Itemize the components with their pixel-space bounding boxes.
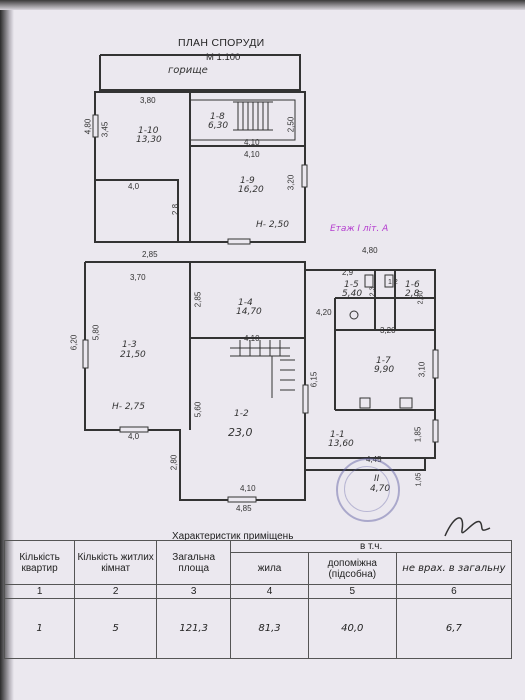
signature: [444, 517, 491, 537]
room-label: 1-1: [330, 430, 345, 440]
dim-label: 2,8: [171, 203, 181, 216]
dim-label: 4,80: [362, 246, 378, 255]
room-area: 21,50: [120, 350, 146, 360]
dim-label: 1,05: [415, 472, 423, 487]
column-number: 3: [156, 584, 232, 599]
value-cell: 5: [74, 598, 158, 659]
header-cell: Кількість квартир: [3, 540, 76, 585]
room-area: 13,30: [136, 135, 162, 145]
page-top-shadow: [0, 0, 525, 10]
height-label: Н- 2,50: [256, 220, 289, 230]
height-label: Н- 2,75: [112, 402, 145, 412]
room-area: 13,60: [328, 439, 354, 449]
dim-label: 2,85: [142, 250, 158, 259]
dim-label: 5,80: [91, 324, 101, 341]
dim-label: 1,85: [413, 426, 423, 443]
header-cell: жила: [230, 552, 309, 585]
dim-label: 4,80: [83, 118, 93, 135]
header-cell: Кількість житлих кімнат: [74, 540, 158, 585]
plan-title: ПЛАН СПОРУДИ: [178, 37, 265, 49]
column-number: 6: [395, 584, 513, 599]
dim-label: 4,0: [128, 432, 140, 441]
column-number: 4: [230, 584, 309, 599]
column-number: 5: [307, 584, 397, 599]
room-area: 23,0: [228, 426, 253, 439]
room-area: 5,40: [342, 289, 363, 299]
dim-label: 6,15: [309, 371, 319, 388]
dim-label: 2,9: [342, 268, 354, 277]
dim-label: 3,20: [286, 174, 296, 191]
column-number: 1: [3, 584, 76, 599]
dim-label: 3,20: [380, 326, 396, 335]
subhead-cell: в т.ч.: [230, 540, 512, 553]
value-cell: 40,0: [307, 598, 397, 659]
dim-label: 1,2: [388, 279, 398, 286]
dim-label: 3,80: [140, 96, 156, 105]
seal-stamp: [336, 458, 400, 522]
room-area: 6,30: [208, 121, 229, 131]
dim-label: 2,50: [286, 116, 296, 133]
dim-label: 6,20: [69, 334, 79, 351]
room-area: 14,70: [236, 307, 262, 317]
dim-label: 3,10: [417, 361, 427, 378]
column-number: 2: [74, 584, 158, 599]
dim-label: 2,30: [417, 290, 425, 305]
attic-label: горище: [168, 65, 208, 76]
dim-label: 4,10: [244, 334, 260, 343]
header-cell: допоміжна (підсобна): [307, 552, 397, 585]
header-cell-handwritten: не врах. в загальну: [395, 552, 513, 585]
dim-label: 4,10: [240, 484, 256, 493]
room-label: 1-7: [376, 356, 391, 366]
room-label: 1-6: [405, 280, 420, 290]
room-area: 9,90: [374, 365, 395, 375]
dim-label: 3,70: [130, 273, 146, 282]
room-label: 1-10: [138, 126, 159, 136]
room-label: 1-5: [344, 280, 359, 290]
characteristics-table: Кількість квартир Кількість житлих кімна…: [3, 540, 513, 659]
value-cell: 81,3: [230, 598, 309, 659]
room-area: 2,8: [405, 289, 420, 299]
header-cell: Загальна площа: [156, 540, 232, 585]
room-label: 1-4: [238, 298, 253, 308]
room-label: 1-3: [122, 340, 137, 350]
value-cell: 1: [3, 598, 76, 659]
seal-stamp-inner: [344, 466, 390, 512]
room-label: 1-2: [234, 409, 249, 419]
room-area: 16,20: [238, 185, 264, 195]
dim-label: 2,80: [169, 454, 179, 471]
dim-label: 3,45: [100, 121, 110, 138]
floor-note: Етаж I літ. А: [330, 224, 389, 234]
dim-label: 2,85: [193, 291, 203, 308]
dim-label: 5,60: [193, 401, 203, 418]
room-label: 1-8: [210, 112, 225, 122]
dim-label: 4,85: [236, 504, 252, 513]
value-cell: 6,7: [395, 598, 513, 659]
dim-label: 4,0: [128, 182, 140, 191]
page-edge-shadow: [0, 0, 14, 700]
dim-label: 4,10: [244, 138, 260, 147]
dim-label: 2,3: [369, 286, 377, 297]
dim-label: 4,10: [244, 150, 260, 159]
plan-scale: М 1:100: [206, 52, 241, 63]
table-caption: Характеристик приміщень: [172, 531, 294, 542]
room-label: 1-9: [240, 176, 255, 186]
value-cell: 121,3: [156, 598, 232, 659]
dim-label: 4,20: [316, 308, 332, 317]
